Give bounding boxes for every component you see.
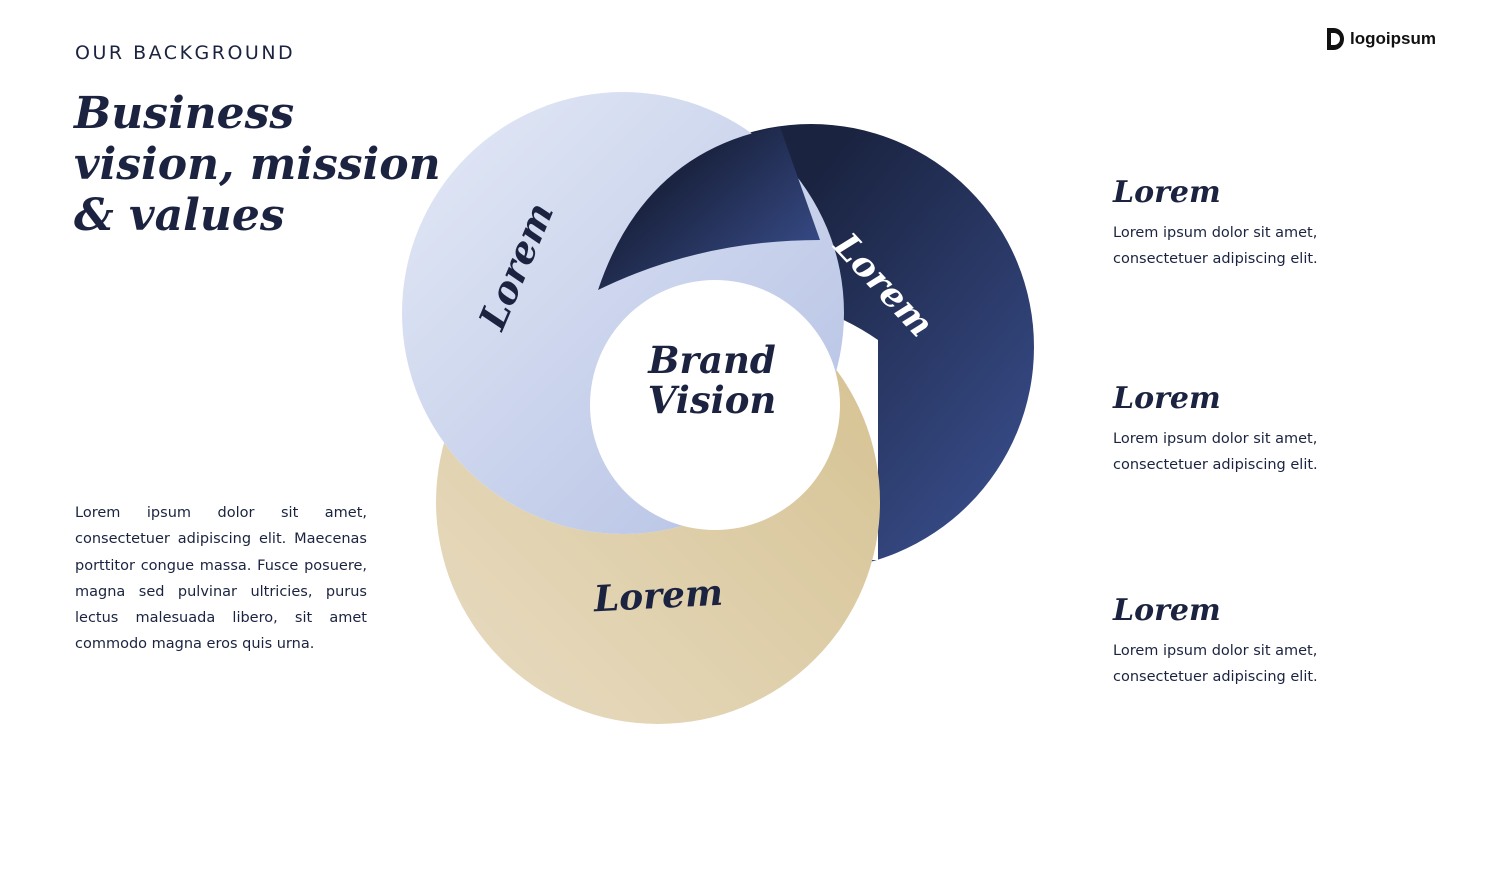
eyebrow-label: OUR BACKGROUND	[75, 42, 296, 64]
value-item-1: Lorem Lorem ipsum dolor sit amet, consec…	[1113, 176, 1389, 272]
value-item-desc: Lorem ipsum dolor sit amet, consectetuer…	[1113, 643, 1318, 685]
value-item-desc: Lorem ipsum dolor sit amet, consectetuer…	[1113, 225, 1318, 267]
center-label-vision: Vision	[648, 378, 777, 422]
logo-mark-icon	[1327, 28, 1344, 50]
center-label-brand: Brand	[647, 338, 776, 382]
logo: logoipsum	[1325, 26, 1436, 52]
value-item-title: Lorem	[1113, 175, 1221, 210]
intro-paragraph: Lorem ipsum dolor sit amet, consectetuer…	[75, 505, 367, 653]
ring-bottom-label: Lorem	[592, 572, 724, 621]
ring-navy-overlap	[598, 127, 820, 290]
value-item-title: Lorem	[1113, 593, 1221, 628]
value-item-3: Lorem Lorem ipsum dolor sit amet, consec…	[1113, 594, 1389, 690]
value-item-2: Lorem Lorem ipsum dolor sit amet, consec…	[1113, 382, 1389, 478]
center-hole	[590, 280, 840, 530]
value-item-title: Lorem	[1113, 381, 1221, 416]
value-item-desc: Lorem ipsum dolor sit amet, consectetuer…	[1113, 431, 1318, 473]
logo-text: logoipsum	[1350, 29, 1436, 48]
page-title: Business vision, mission & values	[74, 88, 441, 241]
